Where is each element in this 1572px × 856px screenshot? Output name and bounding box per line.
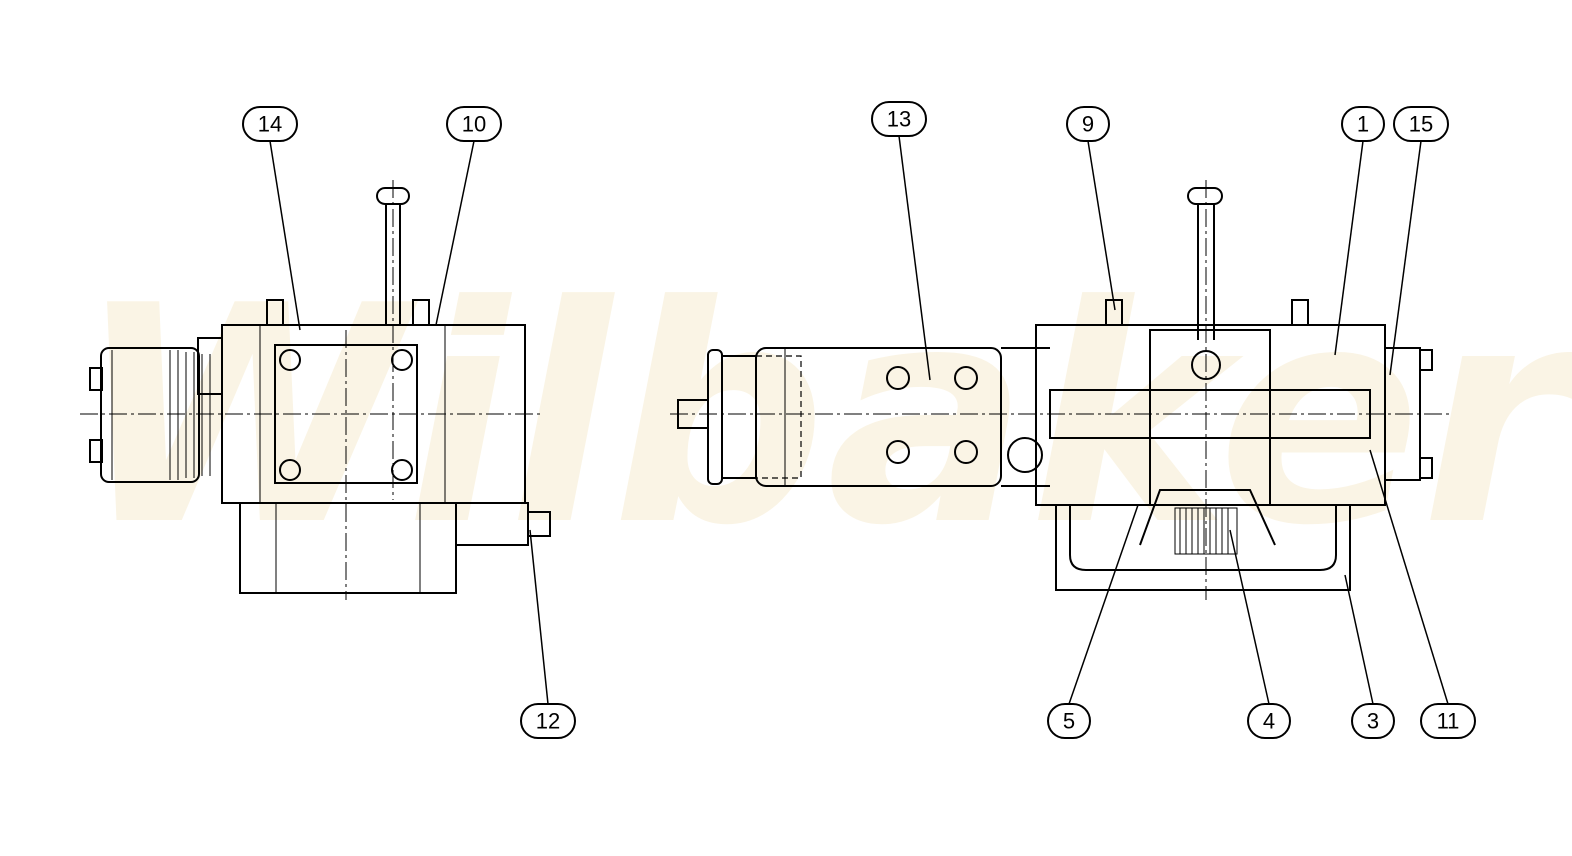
- callout-bubble: [1420, 703, 1476, 739]
- callout-bubble: [1247, 703, 1291, 739]
- callout-label: 15: [1409, 112, 1433, 137]
- callout-label: 14: [258, 112, 282, 137]
- leader-line: [1087, 140, 1116, 311]
- callout-layer: 14 10 12 13 9 1 15 5 4 3 11: [242, 101, 1476, 739]
- callout-12: 12: [520, 529, 576, 739]
- callout-bubble: [1351, 703, 1395, 739]
- callout-13: 13: [871, 101, 931, 381]
- callout-bubble: [1047, 703, 1091, 739]
- callout-label: 12: [536, 709, 560, 734]
- callout-bubble: [871, 101, 927, 137]
- callout-label: 10: [462, 112, 486, 137]
- leader-line: [898, 135, 931, 381]
- callout-bubble: [1066, 106, 1110, 142]
- callout-1: 1: [1334, 106, 1385, 356]
- callout-label: 3: [1367, 709, 1379, 734]
- callout-bubble: [446, 106, 502, 142]
- callout-bubble: [1393, 106, 1449, 142]
- leader-line: [1068, 504, 1139, 705]
- leader-line: [1389, 140, 1422, 376]
- leader-line: [269, 140, 301, 331]
- callout-label: 5: [1063, 709, 1075, 734]
- callout-bubble: [520, 703, 576, 739]
- leader-line: [1229, 529, 1270, 705]
- callout-label: 4: [1263, 709, 1275, 734]
- leader-line: [435, 140, 475, 326]
- leader-line: [529, 529, 549, 705]
- callout-11: 11: [1369, 449, 1476, 739]
- callout-9: 9: [1066, 106, 1116, 311]
- watermark: Wilbaker: [75, 242, 1572, 591]
- callout-label: 13: [887, 107, 911, 132]
- callout-10: 10: [435, 106, 502, 326]
- callout-label: 1: [1357, 112, 1369, 137]
- section-view: [670, 180, 1450, 600]
- callout-5: 5: [1047, 504, 1139, 739]
- callout-bubble: [1341, 106, 1385, 142]
- callout-4: 4: [1229, 529, 1291, 739]
- callout-label: 9: [1082, 112, 1094, 137]
- side-view: [80, 180, 551, 600]
- callout-label: 11: [1437, 709, 1460, 734]
- leader-line: [1344, 574, 1374, 705]
- leader-line: [1334, 140, 1364, 356]
- callout-bubble: [242, 106, 298, 142]
- callout-14: 14: [242, 106, 301, 331]
- callout-3: 3: [1344, 574, 1395, 739]
- leader-line: [1369, 449, 1449, 705]
- callout-15: 15: [1389, 106, 1449, 376]
